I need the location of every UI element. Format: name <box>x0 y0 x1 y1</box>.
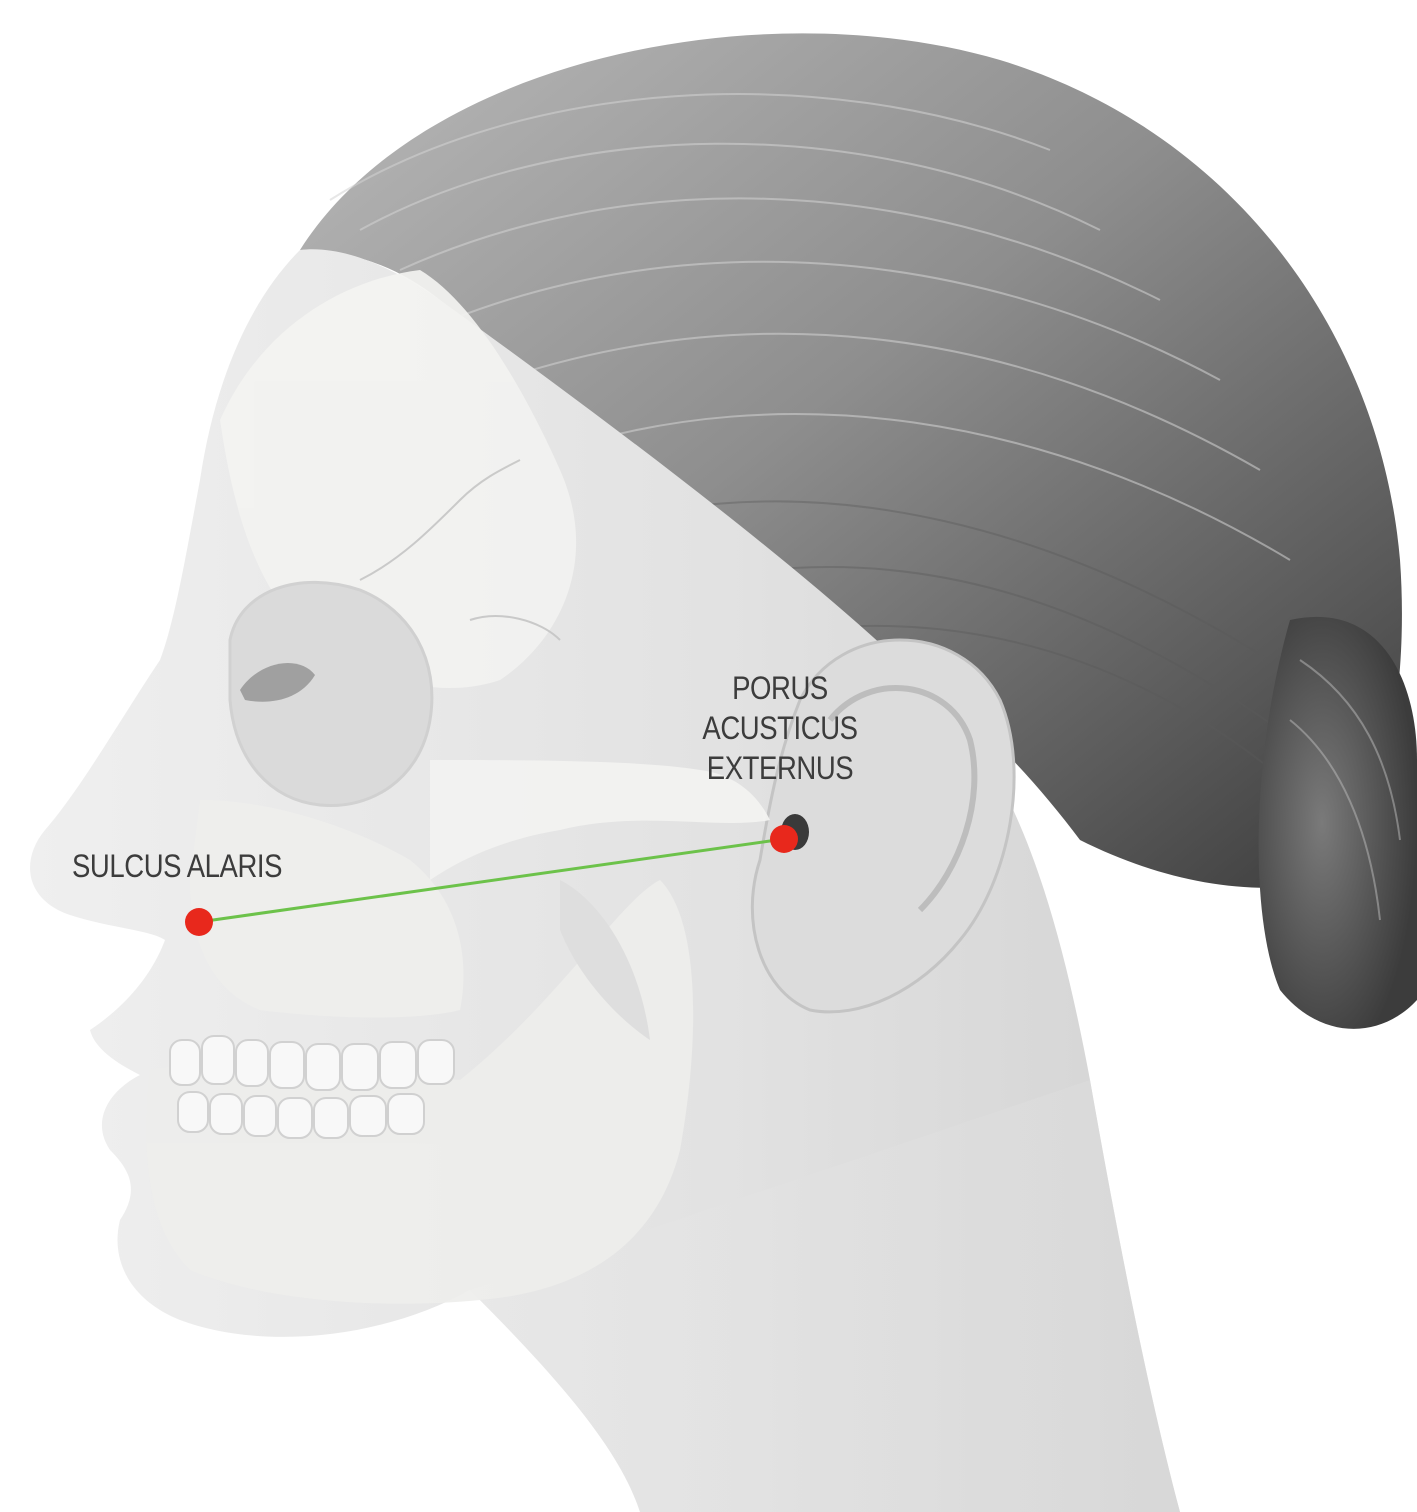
hair-bun <box>1259 617 1417 1029</box>
label-line-acusticus: ACUSTICUS <box>694 708 866 748</box>
label-sulcus-alaris: SULCUS ALARIS <box>72 846 282 886</box>
label-porus-acusticus-externus: PORUS ACUSTICUS EXTERNUS <box>694 668 866 788</box>
label-line-externus: EXTERNUS <box>694 748 866 788</box>
landmark-point-porus-acusticus-externus <box>770 825 798 853</box>
landmark-point-sulcus-alaris <box>185 908 213 936</box>
label-line-porus: PORUS <box>694 668 866 708</box>
